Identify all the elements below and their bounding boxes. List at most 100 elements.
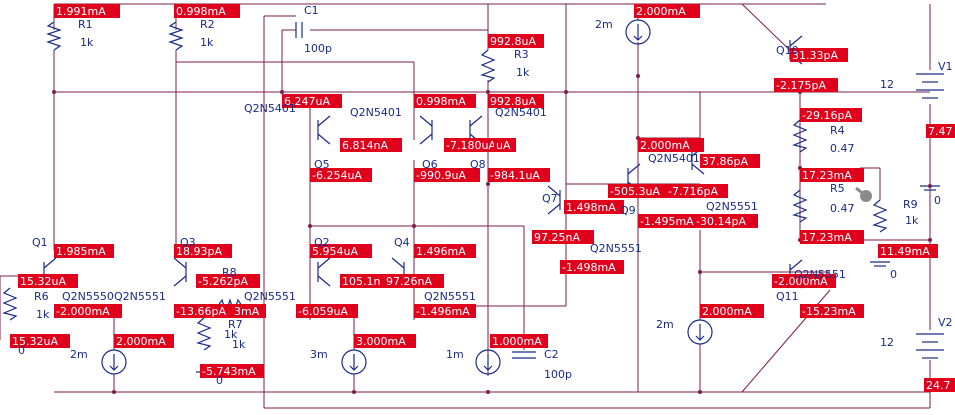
component-label: Q2N5401 [244, 102, 296, 115]
component-label: 1k [516, 66, 530, 79]
current-readout: -990.9uA [414, 168, 480, 182]
current-readout: 2.000mA [634, 4, 700, 18]
component-label: 1k [232, 338, 246, 351]
current-readout: 3mA [232, 304, 266, 318]
component-label: Q10 [776, 44, 799, 57]
component-label: Q2 [314, 236, 330, 249]
component-label: R1 [78, 18, 93, 31]
current-readout-text: -6.059uA [298, 305, 348, 318]
current-readout: 24.7 [924, 378, 955, 392]
current-readout-text: 2.000mA [702, 305, 752, 318]
current-readout-text: 1.985mA [56, 245, 106, 258]
component-label: Q5 [314, 158, 330, 171]
current-readout: -984.1uA [488, 168, 550, 182]
current-readout-text: 0.998mA [176, 5, 226, 18]
component-label: V1 [938, 60, 953, 73]
current-readout: -1.498mA [560, 260, 624, 274]
component-label: Q9 [620, 204, 636, 217]
current-readout-text: -1.498mA [562, 261, 616, 274]
current-readout-text: 2.000mA [116, 335, 166, 348]
current-readout: -6.059uA [296, 304, 358, 318]
component-label: R3 [514, 48, 529, 61]
current-readout-text: -7.716pA [668, 185, 718, 198]
component-label: 0.47 [830, 142, 855, 155]
current-readout-text: 2.000mA [636, 5, 686, 18]
component-label: 1k [80, 36, 94, 49]
current-readout: -2.000mA [772, 274, 836, 288]
current-readout: -5.743mA [200, 364, 264, 378]
current-readout: 1.496mA [414, 244, 476, 258]
current-readout-text: 24.7 [926, 379, 951, 392]
current-readout: 15.32uA [10, 334, 70, 348]
current-readout-text: 105.1n [342, 275, 380, 288]
component-label: R6 [34, 290, 49, 303]
component-label: 1m [446, 348, 464, 361]
current-readout-text: -2.000mA [774, 275, 828, 288]
current-readout-text: 3mA [234, 305, 260, 318]
current-readout-text: -7.180uA [446, 139, 496, 152]
current-readout-text: -5.743mA [202, 365, 256, 378]
current-readout: 1.991mA [54, 4, 120, 18]
component-label: R2 [200, 18, 215, 31]
component-label: Q1 [32, 236, 48, 249]
current-readout: 37.86pA [700, 154, 760, 168]
current-readout-text: 0.998mA [416, 95, 466, 108]
current-readout-text: 1.498mA [566, 201, 616, 214]
current-readout: 5.954uA [310, 244, 372, 258]
current-readout: 2.000mA [700, 304, 764, 318]
component-label: 1k [224, 328, 238, 341]
component-label: 3m [310, 348, 328, 361]
current-readout: -30.14pA [694, 214, 758, 228]
current-readout-text: 31.33pA [792, 49, 838, 62]
current-readout: 992.8uA [488, 94, 544, 108]
current-readout-text: -984.1uA [490, 169, 540, 182]
current-readout: 17.23mA [800, 230, 864, 244]
current-readout-text: 37.86pA [702, 155, 748, 168]
current-readout: 97.25nA [532, 230, 594, 244]
current-readout-text: -5.262pA [198, 275, 248, 288]
component-label: Q8 [470, 158, 486, 171]
current-readout-text: 5.954uA [312, 245, 358, 258]
current-readout-text: -30.14pA [696, 215, 746, 228]
current-readout-text: 11.49mA [880, 245, 930, 258]
current-readout: uA [494, 138, 516, 152]
voltage-sources [916, 73, 944, 359]
current-readout: 1.000mA [490, 334, 548, 348]
current-readout-text: 6.814nA [342, 139, 388, 152]
component-label: V2 [938, 316, 953, 329]
component-label: Q2N5551 [244, 290, 296, 303]
component-label: 0 [216, 374, 223, 387]
current-readout-text: 7.47 [928, 125, 953, 138]
component-label: 100p [304, 42, 332, 55]
resistors [2, 21, 888, 351]
current-readout-text: 97.26nA [386, 275, 432, 288]
current-readout: 18.93pA [174, 244, 232, 258]
component-label: C2 [544, 348, 559, 361]
current-readout: 0.998mA [174, 4, 240, 18]
current-readout: 2.000mA [638, 138, 704, 152]
component-label: Q3 [180, 236, 196, 249]
current-readout: -1.495mA [638, 214, 700, 228]
component-label: 1k [36, 308, 50, 321]
current-readout: 105.1n [340, 274, 390, 288]
current-readout-text: 1.496mA [416, 245, 466, 258]
current-readout: 2.000mA [114, 334, 174, 348]
current-readout: 15.32uA [18, 274, 78, 288]
current-readout-text: 18.93pA [176, 245, 222, 258]
current-readout-text: 1.000mA [492, 335, 542, 348]
current-readout: -7.716pA [666, 184, 728, 198]
current-readout: 0.998mA [414, 94, 476, 108]
component-label: 0 [890, 268, 897, 281]
component-label: R7 [228, 318, 243, 331]
component-label: 0 [934, 194, 941, 207]
component-label: Q2N5551 [114, 290, 166, 303]
current-readout-text: -2.000mA [56, 305, 110, 318]
component-label: Q2N5401 [350, 106, 402, 119]
component-label: R8 [222, 266, 237, 279]
component-label: Q2N5401 [648, 152, 700, 165]
component-label: Q2N5401 [495, 106, 547, 119]
